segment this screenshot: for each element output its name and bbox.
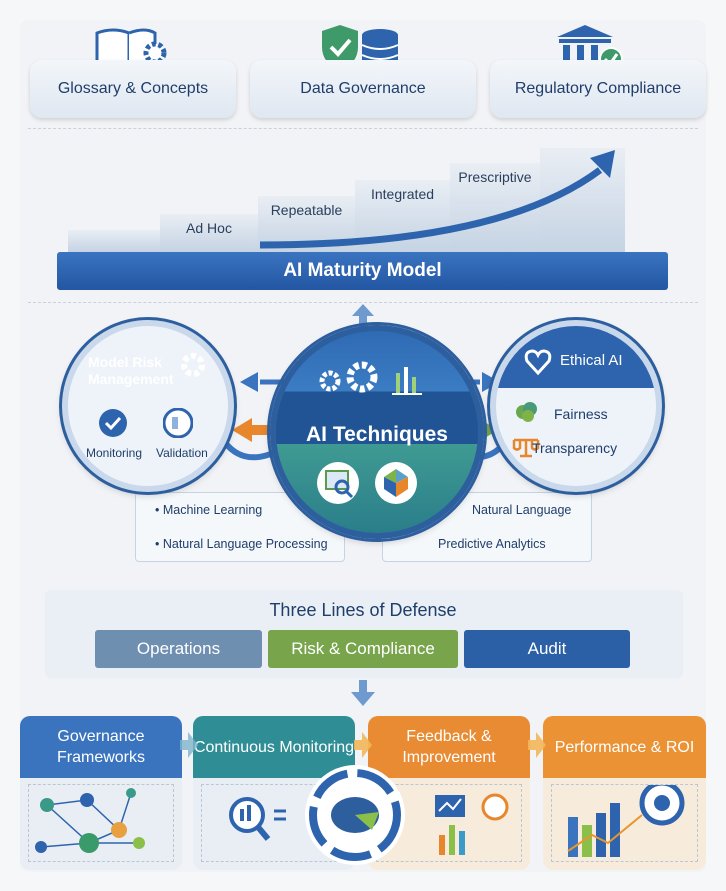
monitor-bars-icon [435, 793, 509, 855]
three-lines-title: Three Lines of Defense [269, 600, 457, 620]
governance-frameworks-card[interactable]: Governance Frameworks [20, 716, 182, 870]
ai-maturity-model-banner: AI Maturity Model [57, 252, 668, 290]
cycle-pie-icon [305, 765, 405, 865]
regulatory-compliance-card[interactable]: Regulatory Compliance [490, 60, 706, 118]
risk-compliance-button[interactable]: Risk & Compliance [268, 630, 458, 668]
circle-title: Ethical AI [560, 352, 623, 369]
item-label: Natural Language Processing [162, 537, 328, 551]
divider [28, 128, 698, 129]
flow-arrows [180, 732, 546, 758]
step-base [68, 230, 160, 252]
card-label: Data Governance [300, 80, 426, 97]
monitoring-label: Monitoring [86, 446, 143, 460]
banner-title: AI Maturity Model [283, 260, 442, 281]
card-header: Feedback & Improvement [368, 716, 530, 778]
scales-icon [512, 438, 540, 458]
audit-button[interactable]: Audit [464, 630, 630, 668]
heart-icon [524, 349, 552, 376]
bars-target-icon [567, 780, 685, 857]
circle-title: AI Techniques [306, 423, 448, 446]
step-ad-hoc: Ad Hoc [160, 214, 258, 252]
techniques-left-box [135, 492, 345, 562]
step-label: Prescriptive [458, 169, 532, 185]
card-header: Performance & ROI [543, 716, 706, 778]
fairness-tree-icon [516, 402, 537, 422]
divider [28, 302, 698, 303]
transparency-label: Transparency [532, 440, 618, 456]
step-label: Integrated [370, 186, 435, 202]
step-label: Repeatable [270, 202, 343, 218]
card-header: Governance Frameworks [20, 716, 182, 778]
check-circle-icon [99, 409, 127, 437]
list-item-machine-learning: • Machine Learning [155, 503, 263, 517]
card-body [28, 784, 174, 862]
circle-title: Model Risk Management [88, 354, 174, 387]
growth-arrow-icon [259, 150, 615, 249]
glossary-concepts-card[interactable]: Glossary & Concepts [30, 60, 236, 118]
card-header: Continuous Monitoring [193, 716, 355, 778]
flow-arrow-icon [528, 732, 546, 758]
network-graph-icon [35, 788, 145, 853]
magnifier-chart-icon [229, 797, 286, 841]
list-item-natural-language: Natural Language [472, 503, 572, 517]
ai-techniques-circle[interactable]: AI Techniques [270, 325, 484, 539]
ethical-ai-circle[interactable]: Ethical AI Fairness Transparency [490, 320, 662, 492]
fairness-label: Fairness [554, 406, 608, 422]
flow-arrow-icon [180, 732, 198, 758]
item-label: Machine Learning [162, 503, 263, 517]
cube-icon [375, 462, 417, 504]
performance-roi-card[interactable]: Performance & ROI [543, 716, 706, 870]
step-label: Ad Hoc [186, 220, 232, 236]
card-body [201, 784, 347, 862]
card-label: Regulatory Compliance [514, 80, 682, 97]
card-body [551, 780, 698, 862]
gears-chart-icon [319, 361, 422, 395]
data-governance-card[interactable]: Data Governance [250, 60, 476, 118]
table-search-icon [317, 462, 359, 504]
model-risk-management-circle[interactable]: Model Risk Management Monitoring Validat… [62, 320, 234, 492]
list-item-nlp: • Natural Language Processing [155, 537, 328, 551]
gear-icon [181, 353, 205, 377]
validation-icon [163, 408, 193, 438]
arrow-down-icon [351, 680, 375, 706]
arrow-up-icon [352, 304, 374, 328]
validation-label: Validation [156, 446, 208, 460]
flow-arrow-icon [354, 732, 372, 758]
card-label: Glossary & Concepts [57, 80, 209, 97]
list-item-predictive-analytics: Predictive Analytics [438, 537, 546, 551]
operations-button[interactable]: Operations [95, 630, 262, 668]
